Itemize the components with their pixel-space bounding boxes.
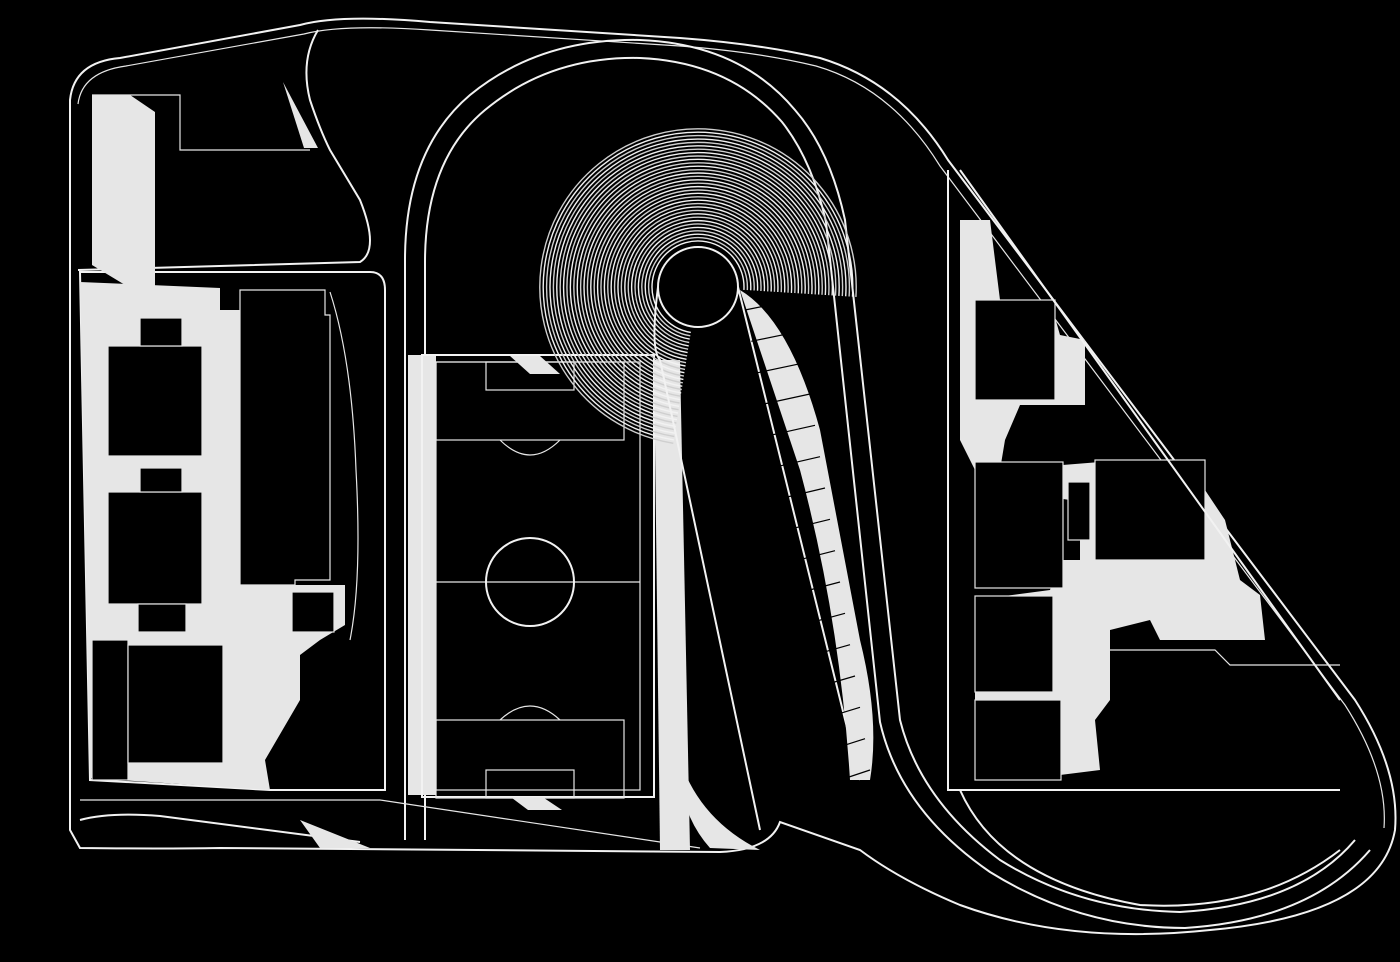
ramp-step (795, 550, 836, 562)
stadium-seating-rings (539, 128, 857, 444)
ramp-step (757, 362, 806, 374)
building-w7 (137, 603, 187, 633)
seating-ring (539, 128, 857, 444)
seating-ring (569, 158, 827, 414)
seating-ring (593, 182, 803, 391)
west-south-road (79, 813, 361, 843)
ramp-step (763, 393, 811, 405)
ramp-step (789, 518, 831, 530)
east-south-road (1100, 649, 1340, 666)
spiral-ramp-tail (740, 290, 874, 780)
seating-ring (562, 151, 834, 421)
spiral-ramp-steps (744, 299, 871, 781)
east-outer-road (959, 169, 1341, 701)
pitch-field (435, 361, 641, 791)
ramp-step (751, 330, 801, 342)
seating-ring (607, 196, 789, 377)
seating-ring (559, 148, 837, 424)
ramp-step (827, 706, 861, 718)
ramp-step (808, 612, 846, 624)
seating-ring (586, 175, 810, 397)
building-w3 (91, 639, 129, 781)
ramp-step (839, 769, 871, 781)
building-e2 (974, 461, 1064, 589)
seating-ring (583, 172, 813, 401)
seating-ring (610, 199, 786, 374)
ramp-step (820, 675, 856, 687)
building-e6 (1067, 481, 1091, 541)
building-w2 (107, 491, 203, 605)
seating-ring (644, 233, 752, 340)
pitch-outline (421, 354, 655, 798)
seating-ring (552, 141, 844, 431)
goal-south (512, 798, 562, 810)
ramp-step (782, 487, 826, 499)
seating-ring (600, 189, 796, 384)
building-e1 (974, 299, 1056, 401)
spiral-ramp-outline (653, 286, 861, 831)
site-boundary (69, 17, 1397, 936)
seating-ring (620, 209, 776, 364)
west-south-road-2 (80, 799, 701, 849)
seating-ring (573, 162, 823, 411)
building-w-core (239, 289, 331, 586)
seating-ring (641, 230, 755, 344)
seating-ring (542, 131, 854, 441)
seating-ring (651, 240, 745, 334)
ramp-step (801, 581, 841, 593)
ramp-step (770, 424, 816, 436)
pitch-east-edge-shade (654, 360, 690, 850)
seating-ring (566, 155, 830, 418)
seating-ring (590, 179, 806, 394)
ramp-step (744, 299, 796, 311)
ramp-step (814, 644, 851, 656)
site-boundary-inner (77, 27, 1385, 829)
seating-ring (549, 138, 847, 434)
ramp-step (833, 738, 866, 750)
north-plot-left (92, 94, 310, 151)
seating-ring (576, 165, 820, 407)
seating-ring (647, 236, 749, 337)
west-shadow-tower-north (92, 95, 155, 288)
building-w-annex (291, 591, 335, 633)
seating-ring (634, 223, 762, 350)
building-e5 (974, 699, 1062, 781)
seating-ring (617, 206, 779, 367)
seating-ring (627, 216, 769, 357)
penalty-box-south (435, 719, 625, 799)
building-e3 (1094, 459, 1206, 561)
seating-ring (596, 185, 800, 387)
ramp-step (776, 456, 821, 468)
building-w6 (139, 467, 183, 493)
north-plot-shadow (283, 82, 318, 148)
seating-ring (545, 134, 851, 438)
building-w5 (139, 317, 183, 347)
building-w4 (127, 644, 224, 764)
north-road-curve (77, 29, 371, 271)
goal-box-south (485, 769, 575, 799)
west-south-shadow (300, 820, 370, 848)
ramp-south-curve (680, 760, 760, 850)
centre-circle (485, 537, 575, 627)
penalty-arc-north (499, 439, 561, 456)
east-block-outline (947, 170, 1340, 791)
east-south-arc (959, 789, 1341, 907)
building-e4 (974, 595, 1054, 693)
stadium-core (657, 246, 739, 328)
seating-ring (613, 202, 783, 371)
seating-ring (603, 192, 793, 381)
goal-north (510, 356, 560, 374)
seating-ring (579, 169, 817, 404)
seating-ring (556, 145, 840, 428)
building-w1 (107, 345, 203, 457)
seating-ring (624, 213, 772, 360)
seating-ring (637, 226, 759, 347)
west-block-outline (78, 271, 386, 791)
penalty-arc-south (499, 705, 561, 721)
seating-ring (630, 219, 766, 354)
road-west-outer (404, 38, 1356, 914)
west-inner-road-east (329, 291, 359, 641)
